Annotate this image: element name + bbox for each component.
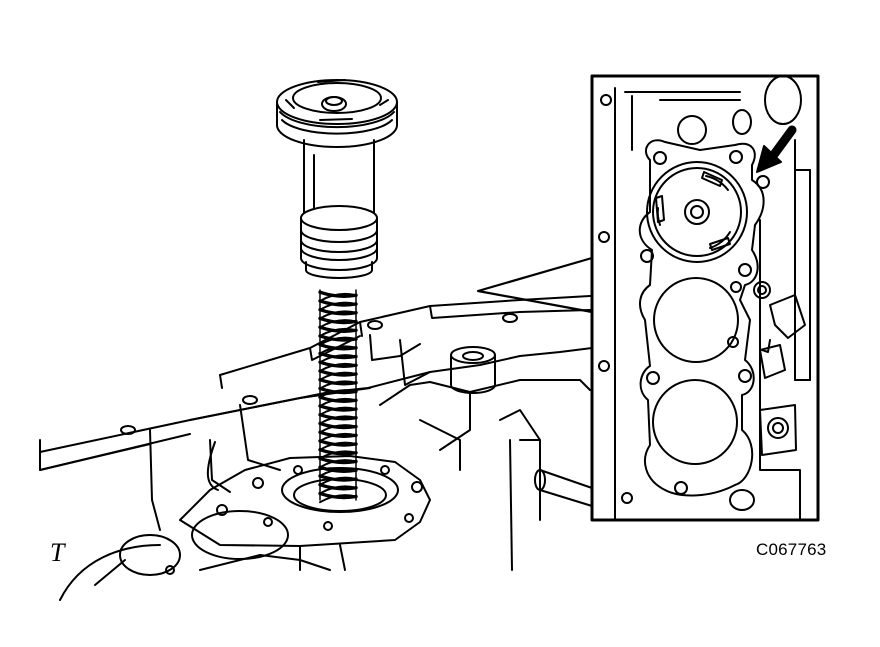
servo-piston <box>277 80 397 278</box>
spring-coil-front <box>320 292 356 497</box>
reference-code: C067763 <box>756 540 827 559</box>
spring-outline <box>320 290 356 500</box>
return-spring <box>320 290 356 502</box>
callout-pointer <box>478 258 592 312</box>
transmission-case <box>40 296 592 600</box>
case-boss <box>451 347 495 393</box>
arrow-icon <box>757 130 792 172</box>
corner-mark: T <box>50 538 65 567</box>
